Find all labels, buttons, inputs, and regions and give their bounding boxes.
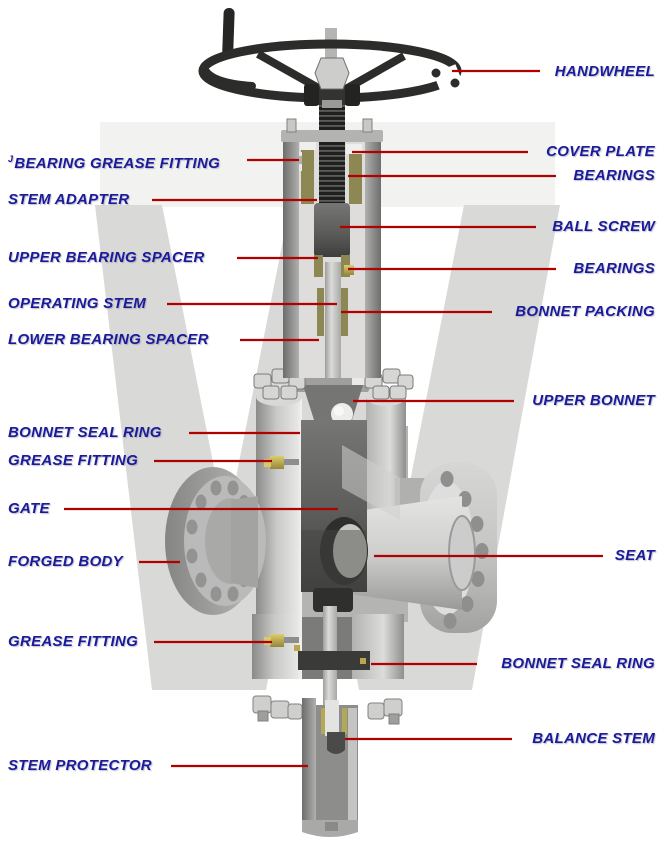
bearings-upper xyxy=(301,146,314,204)
label-superscript: J xyxy=(8,154,14,164)
lower-bonnet-bolts xyxy=(252,695,403,725)
bonnet-packing xyxy=(317,288,324,336)
label-bearings-lower: BEARINGS xyxy=(573,260,655,277)
handwheel xyxy=(198,8,463,108)
bonnet-assembly xyxy=(281,104,383,378)
label-handwheel: HANDWHEEL xyxy=(554,63,655,80)
label-grease-fitting-upper: GREASE FITTING xyxy=(8,452,139,469)
label-stem-adapter: STEM ADAPTER xyxy=(8,191,130,208)
bonnet-seal-ring-groove xyxy=(298,651,370,670)
label-operating-stem: OPERATING STEM xyxy=(8,295,147,312)
cover-plate xyxy=(300,140,316,150)
label-gate: GATE xyxy=(8,500,50,517)
ball-screw xyxy=(319,104,345,216)
label-balance-stem: BALANCE STEM xyxy=(532,730,655,747)
bearing-spacer xyxy=(314,255,323,277)
label-forged-body: FORGED BODY xyxy=(8,553,123,570)
label-ball-screw: BALL SCREW xyxy=(552,218,655,235)
label-lower-bearing-spacer: LOWER BEARING SPACER xyxy=(8,331,209,348)
leader-lines xyxy=(64,69,603,768)
label-bearing-grease-fitting: JBEARING GREASE FITTING xyxy=(8,154,221,172)
label-bearings-upper: BEARINGS xyxy=(573,167,655,184)
stem-protector xyxy=(302,698,358,837)
seat-bore xyxy=(350,496,462,610)
label-bonnet-packing: BONNET PACKING xyxy=(515,303,655,320)
label-seat: SEAT xyxy=(614,547,655,564)
label-bonnet-seal-ring-upper: BONNET SEAL RING xyxy=(8,424,162,441)
right-flange xyxy=(350,463,497,633)
label-bonnet-seal-ring-lower: BONNET SEAL RING xyxy=(501,655,655,672)
stem-adapter xyxy=(314,203,350,257)
gate xyxy=(301,420,400,592)
handwheel-handle xyxy=(222,8,235,57)
label-stem-protector: STEM PROTECTOR xyxy=(8,757,152,774)
hub-nut xyxy=(314,57,350,90)
label-cover-plate: COVER PLATE xyxy=(546,143,655,160)
lower-bonnet xyxy=(252,610,404,725)
label-grease-fitting-lower: GREASE FITTING xyxy=(8,633,139,650)
grease-fitting-upper xyxy=(264,456,299,469)
label-upper-bonnet: UPPER BONNET xyxy=(532,392,655,409)
label-upper-bearing-spacer: UPPER BEARING SPACER xyxy=(8,249,205,266)
operating-stem xyxy=(325,262,341,378)
